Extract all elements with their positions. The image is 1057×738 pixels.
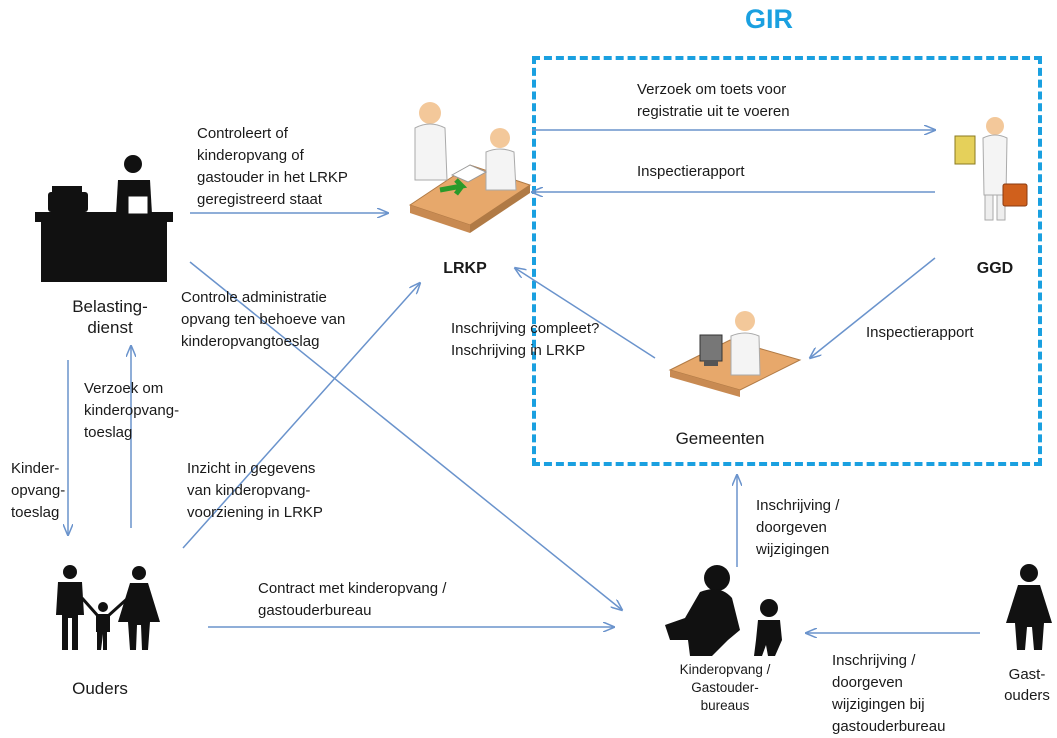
label-inschrijving-gastouderbureau: Inschrijving / doorgeven wijzigingen bij… <box>832 652 946 735</box>
arrow-belasting-to-kinderopvang <box>189 261 622 610</box>
label-controle-administratie: Controle administratie opvang ten behoev… <box>181 289 346 350</box>
gir-title: GIR <box>745 4 794 34</box>
arrow-gemeenten-to-lrkp <box>515 268 656 359</box>
lrkp-icon <box>408 102 532 233</box>
node-kinderopvang: Kinderopvang / Gastouder- bureaus <box>679 662 771 713</box>
label-inspectierapport-1: Inspectierapport <box>637 163 745 180</box>
node-gastouders: Gast- ouders <box>1004 666 1050 704</box>
node-ouders: Ouders <box>72 679 128 698</box>
node-gemeenten: Gemeenten <box>675 429 765 448</box>
ouders-icon <box>56 565 160 650</box>
label-inzicht: Inzicht in gegevens van kinderopvang- vo… <box>187 460 323 521</box>
label-kinderopvangtoeslag: Kinder- opvang- toeslag <box>11 460 66 521</box>
label-verzoek-toetsing: Verzoek om toets voor registratie uit te… <box>637 81 790 120</box>
label-inspectierapport-2: Inspectierapport <box>866 324 974 341</box>
gemeenten-icon <box>668 311 802 397</box>
label-inschrijving-compleet: Inschrijving compleet? Inschrijving in L… <box>451 320 600 359</box>
gir-boundary-box <box>532 56 1042 466</box>
node-lrkp: LRKP <box>443 260 487 277</box>
ggd-icon <box>954 117 1028 221</box>
label-controleert: Controleert of kinderopvang of gastouder… <box>197 125 348 208</box>
arrow-ggd-to-gemeenten <box>810 257 936 358</box>
label-inschrijving-wijzigingen: Inschrijving / doorgeven wijzigingen <box>756 497 840 558</box>
node-belastingdienst: Belasting- dienst <box>72 297 148 337</box>
label-verzoek-toeslag: Verzoek om kinderopvang- toeslag <box>84 380 180 441</box>
belastingdienst-icon <box>35 155 173 282</box>
node-ggd: GGD <box>976 260 1014 277</box>
arrow-ouders-to-lrkp <box>182 283 420 549</box>
kinderopvang-icon <box>665 565 782 656</box>
gastouders-icon <box>1006 564 1052 650</box>
label-contract: Contract met kinderopvang / gastouderbur… <box>258 580 447 619</box>
